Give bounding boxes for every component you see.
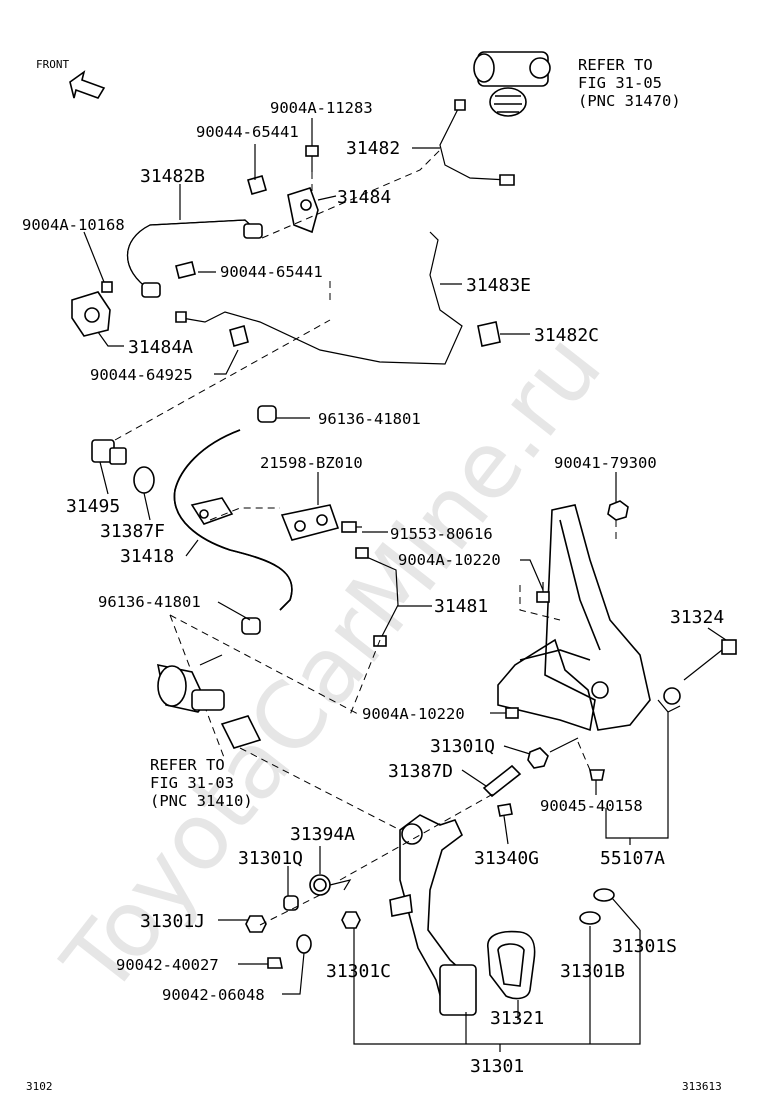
label-31418: 31418 [120, 546, 174, 567]
front-arrow-icon [69, 70, 106, 99]
label-90041-79300: 90041-79300 [554, 454, 657, 472]
clamp-96136-41801-a [257, 405, 277, 423]
bolt-9004a-11283 [305, 145, 319, 172]
label-31387d: 31387D [388, 761, 453, 782]
label-9004a-10220-b: 9004A-10220 [362, 705, 465, 723]
label-90042-40027: 90042-40027 [116, 956, 219, 974]
label-90045-40158: 90045-40158 [540, 797, 643, 815]
clip-90045-40158 [589, 769, 605, 781]
svg-text:FIG 31-03: FIG 31-03 [150, 774, 234, 792]
label-31484: 31484 [337, 187, 391, 208]
svg-text:FIG 31-05: FIG 31-05 [578, 74, 662, 92]
footer-right: 313613 [682, 1080, 722, 1093]
tube-31483e [181, 231, 463, 365]
front-label: FRONT [36, 58, 69, 71]
clip-31482c [477, 321, 501, 347]
label-31482: 31482 [346, 138, 400, 159]
clamp-96136-41801-b [241, 617, 261, 635]
label-31301s: 31301S [612, 936, 677, 957]
label-31482c: 31482C [534, 325, 599, 346]
label-21598-bz010: 21598-BZ010 [260, 454, 363, 472]
label-31301: 31301 [470, 1056, 524, 1077]
label-9004a-10220-a: 9004A-10220 [398, 551, 501, 569]
label-31301j: 31301J [140, 911, 205, 932]
label-31481: 31481 [434, 596, 488, 617]
clip-90044-65441-b [175, 261, 196, 279]
label-31495: 31495 [66, 496, 120, 517]
footer-left: 3102 [26, 1080, 53, 1093]
clutch-pedal-31301 [389, 814, 477, 1016]
tube-31482 [439, 104, 509, 181]
label-9004a-11283: 9004A-11283 [270, 99, 373, 117]
label-9004a-10168: 9004A-10168 [22, 216, 125, 234]
stopper-31301b [579, 911, 601, 925]
bushing-31301c [341, 911, 361, 929]
refer-note-mid: REFER TO FIG 31-03 (PNC 31410) [150, 756, 253, 810]
label-31387f: 31387F [100, 521, 165, 542]
label-31482b: 31482B [140, 166, 205, 187]
label-31301c: 31301C [326, 961, 391, 982]
nut-90041-79300 [607, 500, 629, 521]
svg-text:REFER TO: REFER TO [578, 56, 653, 74]
bolt-9004a-10220-b [490, 707, 519, 719]
label-90042-06048: 90042-06048 [162, 986, 265, 1004]
clip-31340g [497, 803, 513, 817]
label-90044-64925: 90044-64925 [90, 366, 193, 384]
label-31301q-a: 31301Q [430, 736, 495, 757]
valve-31495 [91, 439, 127, 465]
tube-31481 [361, 554, 399, 641]
bushing-31301q-a [527, 747, 549, 769]
label-96136-41801-a: 96136-41801 [318, 410, 421, 428]
label-31301q-b: 31301Q [238, 848, 303, 869]
label-96136-41801-b: 96136-41801 [98, 593, 201, 611]
label-31340g: 31340G [474, 848, 539, 869]
label-31324: 31324 [670, 607, 724, 628]
leader-lines [83, 118, 727, 1052]
label-90044-65441-b: 90044-65441 [220, 263, 323, 281]
stopper-31301s [593, 888, 615, 902]
pin-31387d [482, 764, 522, 798]
svg-text:REFER TO: REFER TO [150, 756, 225, 774]
operating-cylinder [156, 654, 262, 749]
spring-31394a [309, 874, 352, 896]
label-90044-65441-a: 90044-65441 [196, 123, 299, 141]
clip-90044-64925 [229, 325, 249, 347]
pedal-pad-31321 [487, 930, 536, 1000]
label-31484a: 31484A [128, 337, 193, 358]
gasket-21598-bz010 [280, 504, 340, 541]
clip-90044-65441-a [247, 175, 267, 195]
bushing-31301q-b [283, 895, 299, 911]
svg-text:(PNC 31410): (PNC 31410) [150, 792, 253, 810]
bracket-31484 [287, 187, 319, 234]
pedal-bracket-55107a [497, 504, 681, 732]
label-31394a: 31394A [290, 824, 355, 845]
gasket-31387f [133, 466, 155, 494]
label-55107a: 55107A [600, 848, 665, 869]
washer-90042-06048 [296, 934, 312, 954]
refer-note-top: REFER TO FIG 31-05 (PNC 31470) [578, 56, 681, 110]
bolt-91553-80616 [341, 521, 362, 533]
bolt-9004a-10220-a [536, 582, 550, 603]
bolt-90042-40027 [267, 957, 283, 969]
label-91553-80616: 91553-80616 [390, 525, 493, 543]
svg-text:(PNC 31470): (PNC 31470) [578, 92, 681, 110]
label-31301b: 31301B [560, 961, 625, 982]
bolt-31324 [683, 639, 737, 681]
label-31483e: 31483E [466, 275, 531, 296]
clutch-master-cylinder-top [473, 51, 551, 117]
nut-31301j [245, 915, 267, 933]
label-31321: 31321 [490, 1008, 544, 1029]
